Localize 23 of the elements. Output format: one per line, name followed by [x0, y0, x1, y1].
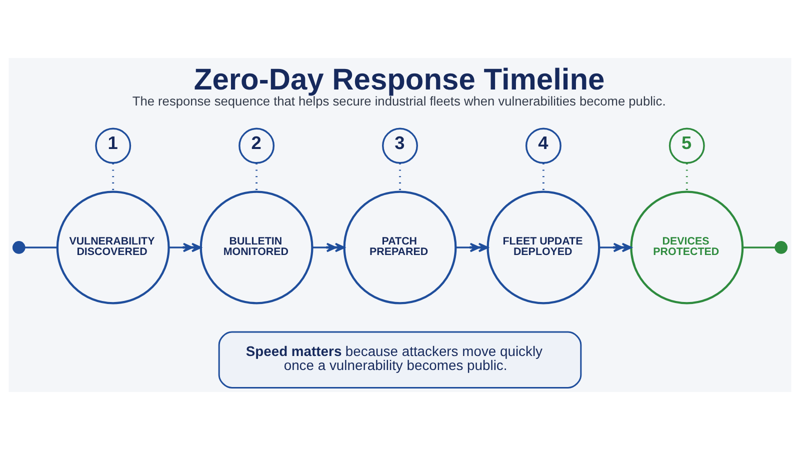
connector	[112, 163, 114, 192]
node-circle: 3	[382, 128, 418, 164]
node-circle: BULLETIN MONITORED	[200, 190, 314, 304]
node-circle: VULNERABILITY DISCOVERED	[56, 190, 170, 304]
connector	[542, 163, 544, 192]
node-circle: 4	[525, 128, 562, 164]
node-circle: FLEET UPDATE DEPLOYED	[486, 190, 600, 304]
diagram-title: Zero-Day Response Timeline	[194, 63, 605, 96]
arrow	[312, 242, 346, 252]
connector	[24, 246, 58, 248]
connector	[399, 163, 401, 192]
node-circle: DEVICES PROTECTED	[630, 190, 744, 304]
node-circle: 2	[238, 128, 275, 164]
node-circle: 1	[95, 128, 132, 164]
node-circle	[774, 241, 788, 254]
node-circle: 5	[668, 128, 705, 164]
connector	[742, 246, 776, 248]
connector	[686, 163, 688, 192]
node-circle: PATCH PREPARED	[343, 190, 457, 304]
node-box: Speed matters because attackers move quickly once a vulnerability becomes public.	[218, 331, 582, 388]
connector	[256, 163, 258, 192]
node-circle	[12, 241, 26, 254]
arrow	[168, 242, 202, 252]
